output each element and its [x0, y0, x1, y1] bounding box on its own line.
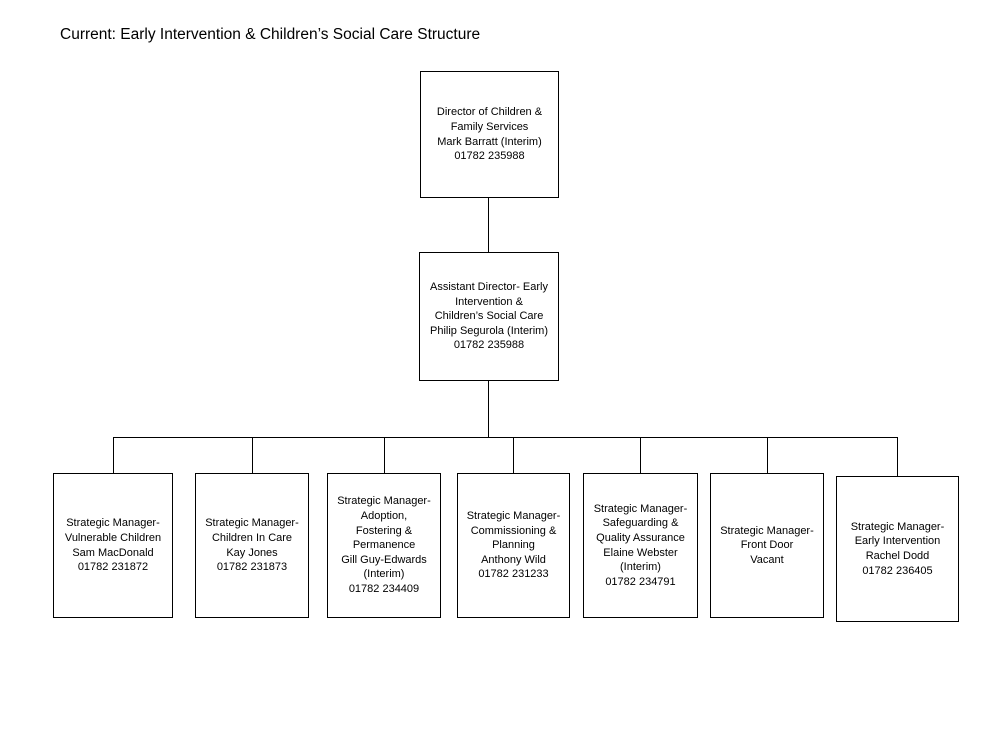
org-box-adoption-fostering-permanence: Strategic Manager- Adoption, Fostering &… [327, 473, 441, 618]
org-box-director-text: Director of Children & Family Services M… [436, 106, 543, 163]
org-box-adoption-fostering-permanence-text: Strategic Manager- Adoption, Fostering &… [337, 495, 431, 596]
org-box-commissioning-planning: Strategic Manager- Commissioning & Plann… [457, 473, 570, 618]
org-box-vulnerable-children: Strategic Manager- Vulnerable Children S… [53, 473, 173, 618]
connector-assistant-to-bus [488, 381, 489, 437]
org-box-children-in-care: Strategic Manager- Children In Care Kay … [195, 473, 309, 618]
org-box-front-door-text: Strategic Manager- Front Door Vacant [720, 524, 814, 566]
org-box-early-intervention-text: Strategic Manager- Early Intervention Ra… [850, 520, 945, 577]
org-box-front-door: Strategic Manager- Front Door Vacant [710, 473, 824, 618]
org-box-assistant-director: Assistant Director- Early Intervention &… [419, 252, 559, 381]
org-box-director: Director of Children & Family Services M… [420, 71, 559, 198]
org-box-children-in-care-text: Strategic Manager- Children In Care Kay … [205, 517, 299, 574]
connector-drop-early-intervention [897, 437, 898, 476]
connector-director-to-assistant [488, 198, 489, 252]
page-title: Current: Early Intervention & Children’s… [60, 26, 481, 43]
org-box-vulnerable-children-text: Strategic Manager- Vulnerable Children S… [64, 517, 162, 574]
org-box-safeguarding-quality-assurance-text: Strategic Manager- Safeguarding & Qualit… [593, 502, 688, 588]
connector-drop-adoption-fostering [384, 437, 385, 473]
connector-horizontal-bus [113, 437, 898, 438]
org-box-safeguarding-quality-assurance: Strategic Manager- Safeguarding & Qualit… [583, 473, 698, 618]
connector-drop-safeguarding [640, 437, 641, 473]
connector-drop-commissioning [513, 437, 514, 473]
org-box-assistant-director-text: Assistant Director- Early Intervention &… [430, 280, 548, 352]
connector-drop-front-door [767, 437, 768, 473]
connector-drop-vulnerable-children [113, 437, 114, 473]
connector-drop-children-in-care [252, 437, 253, 473]
org-box-early-intervention: Strategic Manager- Early Intervention Ra… [836, 476, 959, 622]
org-box-commissioning-planning-text: Strategic Manager- Commissioning & Plann… [466, 509, 561, 581]
